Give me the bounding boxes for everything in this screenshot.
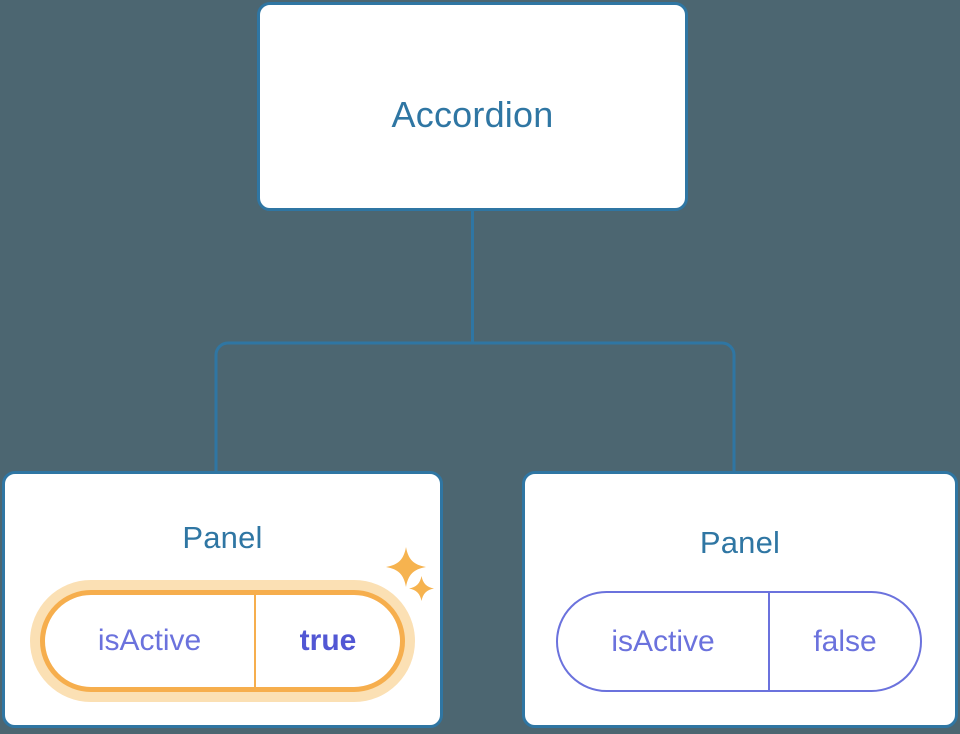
connector-branch-left [214, 341, 473, 471]
connector-branch-right [472, 341, 736, 471]
prop-pill-value: false [813, 624, 877, 658]
node-panel-inactive-title: Panel [699, 525, 781, 560]
prop-pill-value: true [299, 624, 357, 657]
node-accordion[interactable]: Accordion [257, 2, 688, 211]
prop-pill-key: isActive [45, 595, 256, 687]
prop-pill-isactive-true[interactable]: isActive true [40, 590, 405, 692]
node-accordion-title: Accordion [391, 94, 554, 135]
prop-pill-isactive-false[interactable]: isActive false [556, 591, 922, 692]
prop-pill-key: isActive [558, 593, 770, 690]
node-panel-active-title: Panel [182, 520, 263, 555]
